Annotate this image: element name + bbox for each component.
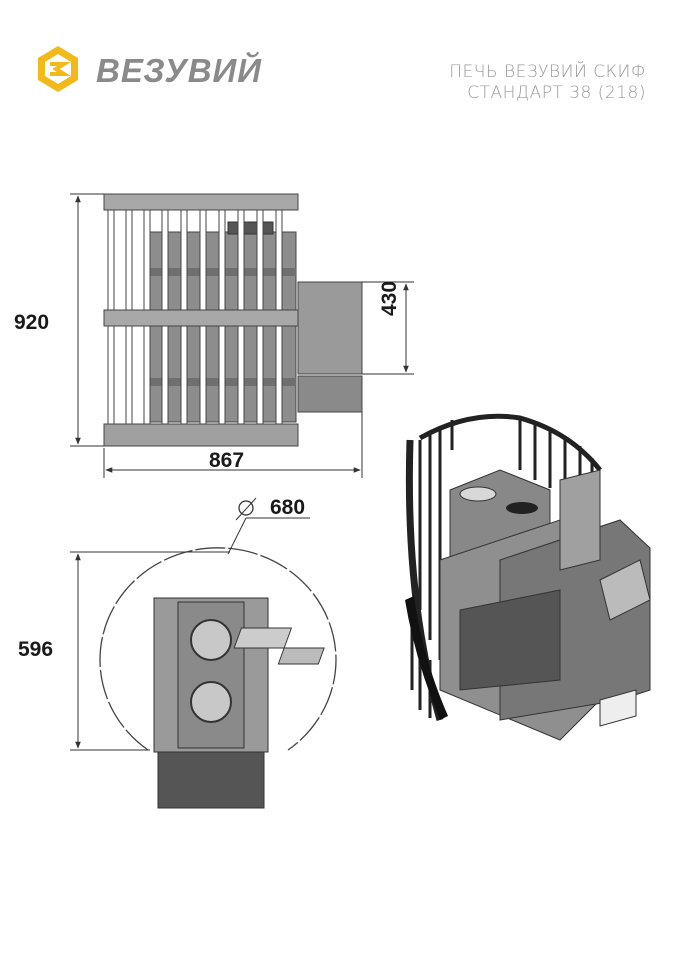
vesuvius-logo-icon xyxy=(38,46,78,92)
dimension-height-label: 920 xyxy=(14,311,50,334)
dimension-width-label: 867 xyxy=(209,449,245,472)
brand-logo xyxy=(36,44,266,94)
product-title-line1: ПЕЧЬ ВЕЗУВИЙ СКИФ xyxy=(449,62,646,82)
brand-name: ВЕЗУВИЙ xyxy=(96,52,263,89)
isometric-view xyxy=(233,413,651,741)
front-view xyxy=(70,193,414,478)
dimension-diameter-label: 680 xyxy=(270,496,306,519)
product-title-line2: СТАНДАРТ 38 (218) xyxy=(467,83,646,103)
dimension-depth-label: 596 xyxy=(18,638,54,661)
product-title: ПЕЧЬ ВЕЗУВИЙ СКИФ СТАНДАРТ 38 (218) xyxy=(449,62,646,104)
top-view xyxy=(70,497,337,809)
dimension-chimney-label: 430 xyxy=(378,280,401,316)
